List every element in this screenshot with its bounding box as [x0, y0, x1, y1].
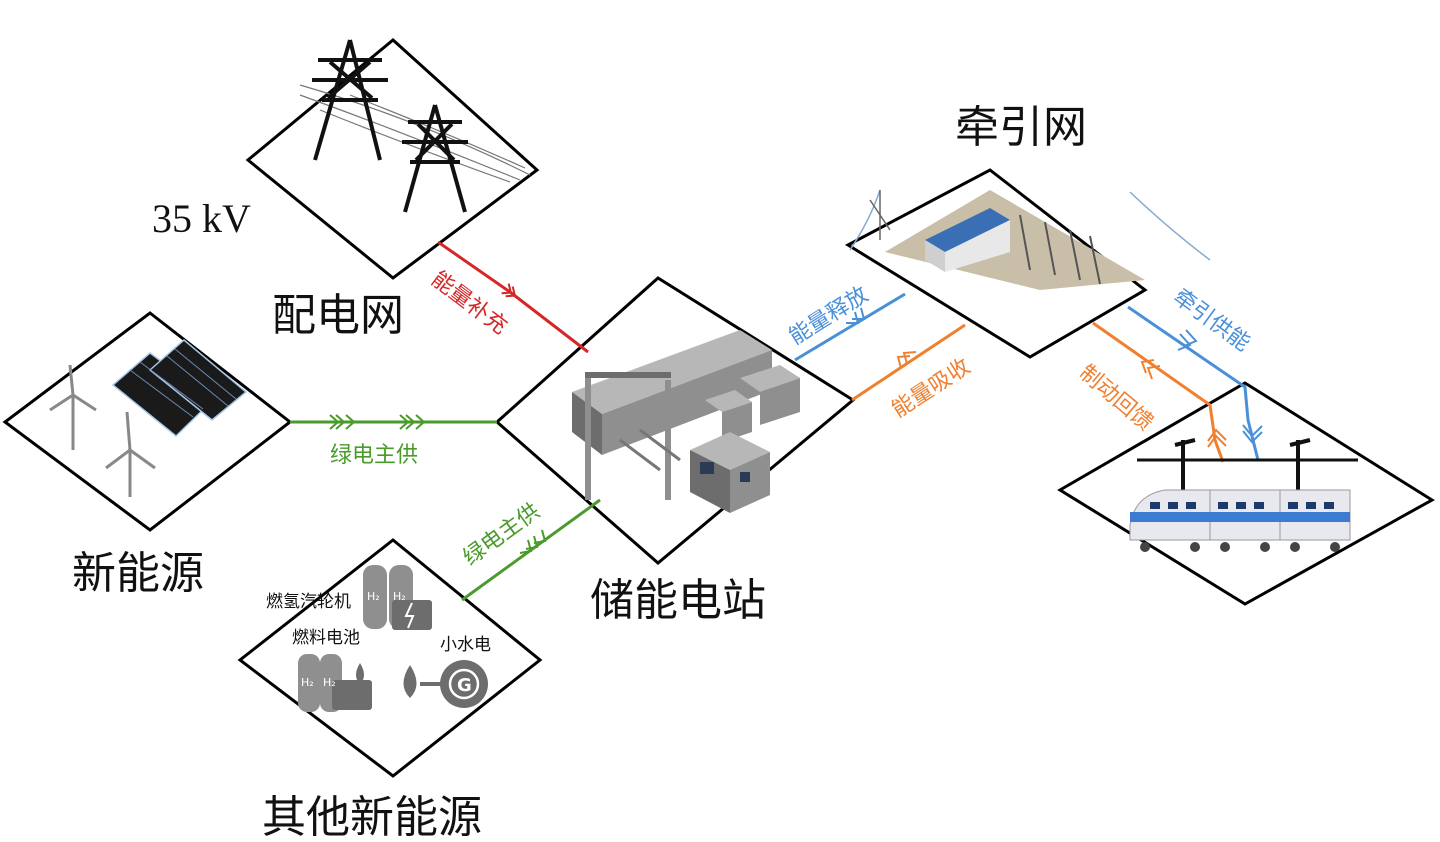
generator-symbol: G: [457, 675, 472, 696]
hydrogen-turbine-icon: H₂ H₂: [363, 565, 432, 630]
wind-turbine-icon: [49, 364, 156, 497]
fuel-cell-label: 燃料电池: [292, 628, 360, 648]
flow-energy-release: 能量释放: [785, 282, 906, 362]
solar-panel-icon: [111, 339, 248, 438]
traction-substation-icon: [849, 189, 1211, 290]
flow-label-green-supply-1: 绿电主供: [330, 443, 418, 468]
storage-station-title: 储能电站: [590, 575, 766, 626]
small-hydro-label: 小水电: [440, 635, 491, 655]
voltage-label: 35 kV: [152, 196, 251, 241]
train-icon: [1129, 438, 1358, 552]
traction-grid-title: 牵引网: [955, 102, 1087, 153]
storage-station-icon: [572, 330, 800, 513]
flow-energy-supplement: 能量补充: [426, 240, 589, 354]
flow-energy-absorb: 能量吸收: [851, 323, 975, 423]
fuel-cell-icon: H₂ H₂: [298, 654, 372, 712]
new-energy-diamond: [2, 311, 293, 532]
flow-label-traction-supply: 牵引供能: [1168, 285, 1254, 357]
other-new-energy-title: 其他新能源: [262, 792, 482, 842]
h2-symbol-2: H₂: [393, 590, 406, 603]
h2-symbol-4: H₂: [323, 676, 336, 689]
flow-label-green-supply-2: 绿电主供: [459, 499, 545, 571]
flow-label-energy-supplement: 能量补充: [426, 267, 511, 340]
h2-symbol-1: H₂: [367, 590, 380, 603]
transmission-tower-icon: [299, 39, 531, 213]
hydrogen-turbine-label: 燃氢汽轮机: [266, 592, 351, 612]
h2-symbol-3: H₂: [301, 676, 314, 689]
distribution-grid-title: 配电网: [272, 290, 404, 341]
distribution-grid-diamond: [245, 38, 540, 280]
flow-green-supply-2: 绿电主供: [459, 498, 601, 602]
flow-green-supply-1: 绿电主供: [290, 414, 497, 468]
small-hydro-icon: G: [403, 660, 488, 708]
new-energy-title: 新能源: [72, 548, 204, 599]
